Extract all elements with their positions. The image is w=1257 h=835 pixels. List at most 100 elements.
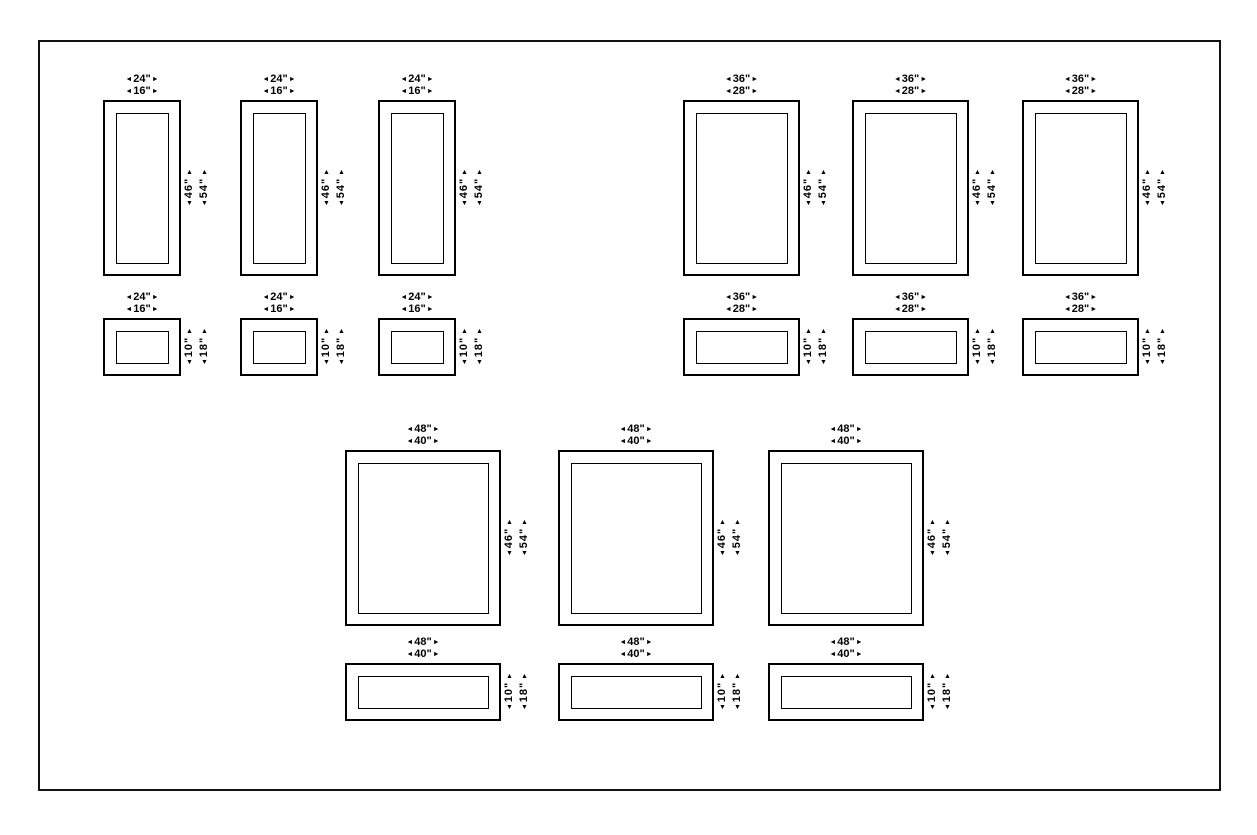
outer-height-dimension: ▲ 18" ▼	[1156, 327, 1168, 367]
outer-height-dimension: ▲ 54" ▼	[473, 168, 485, 207]
arrow-right-icon: ►	[920, 87, 928, 95]
frame-inner-rectangle	[252, 112, 306, 264]
arrow-down-icon: ▼	[1159, 359, 1166, 367]
height-dimensions: ▲ 10" ▼ ▲ 18" ▼	[1141, 327, 1168, 367]
frame-inner-rectangle	[115, 330, 169, 364]
arrow-left-icon: ◄	[406, 437, 414, 445]
inner-height-dimension: ▲ 10" ▼	[458, 327, 470, 366]
arrow-right-icon: ►	[426, 87, 434, 95]
width-dimensions: ◄ 36" ► ◄ 28" ►	[894, 73, 927, 97]
inner-width-dimension: ◄ 28" ►	[725, 85, 758, 97]
inner-width-dimension: ◄ 28" ►	[1064, 303, 1097, 315]
outer-width-dimension: ◄ 24" ►	[125, 73, 158, 85]
arrow-up-icon: ▲	[944, 518, 951, 526]
inner-width-dimension: ◄ 40" ►	[406, 435, 439, 447]
arrow-right-icon: ►	[751, 75, 759, 83]
outer-height-dimension: ▲ 18" ▼	[473, 328, 485, 366]
inner-width-dimension: ◄ 16" ►	[400, 85, 433, 97]
arrow-right-icon: ►	[288, 75, 296, 83]
inner-height-label: 46"	[1141, 177, 1153, 199]
arrow-left-icon: ◄	[893, 75, 901, 83]
outer-height-label: 54"	[731, 527, 743, 549]
outer-width-label: 36"	[1071, 73, 1090, 85]
arrow-right-icon: ►	[426, 293, 434, 301]
width-dimensions: ◄ 48" ► ◄ 40" ►	[829, 423, 862, 447]
outer-height-dimension: ▲ 18" ▼	[335, 328, 347, 366]
height-dimensions: ▲ 46" ▼ ▲ 54" ▼	[1141, 169, 1168, 208]
arrow-right-icon: ►	[645, 437, 653, 445]
outer-height-dimension: ▲ 18" ▼	[518, 673, 530, 711]
arrow-left-icon: ◄	[619, 437, 627, 445]
inner-width-dimension: ◄ 40" ►	[619, 435, 652, 447]
width-dimensions: ◄ 24" ► ◄ 16" ►	[400, 73, 433, 97]
outer-height-label: 18"	[473, 336, 485, 358]
arrow-right-icon: ►	[432, 638, 440, 646]
arrow-down-icon: ▼	[805, 359, 812, 367]
frame-outer-rectangle	[852, 318, 969, 376]
arrow-up-icon: ▲	[476, 168, 483, 176]
outer-height-label: 18"	[731, 681, 743, 703]
arrow-down-icon: ▼	[1159, 200, 1166, 208]
inner-height-dimension: ▲ 10" ▼	[320, 327, 332, 366]
outer-height-label: 18"	[335, 336, 347, 358]
arrow-left-icon: ◄	[262, 293, 270, 301]
frame-inner-rectangle	[357, 462, 489, 614]
arrow-left-icon: ◄	[724, 305, 732, 313]
outer-height-label: 54"	[473, 177, 485, 199]
arrow-up-icon: ▲	[734, 518, 741, 526]
outer-height-dimension: ▲ 18" ▼	[986, 328, 998, 366]
height-dimensions: ▲ 46" ▼ ▲ 54" ▼	[503, 519, 530, 558]
frame-inner-rectangle	[390, 112, 444, 264]
arrow-up-icon: ▲	[323, 327, 330, 335]
arrow-up-icon: ▲	[929, 518, 936, 526]
inner-height-label: 46"	[183, 177, 195, 199]
arrow-left-icon: ◄	[125, 293, 133, 301]
arrow-down-icon: ▼	[944, 704, 951, 712]
arrow-up-icon: ▲	[929, 672, 936, 680]
width-dimensions: ◄ 48" ► ◄ 40" ►	[619, 636, 652, 660]
frame-inner-rectangle	[252, 330, 306, 364]
arrow-left-icon: ◄	[1063, 87, 1071, 95]
outer-width-dimension: ◄ 36" ►	[894, 73, 927, 85]
outer-height-label: 54"	[941, 527, 953, 549]
arrow-left-icon: ◄	[829, 425, 837, 433]
arrow-up-icon: ▲	[461, 327, 468, 335]
outer-height-label: 18"	[518, 681, 530, 703]
arrow-down-icon: ▼	[974, 359, 981, 367]
arrow-left-icon: ◄	[406, 650, 414, 658]
width-dimensions: ◄ 24" ► ◄ 16" ►	[125, 291, 158, 315]
arrow-left-icon: ◄	[125, 305, 133, 313]
arrow-right-icon: ►	[426, 75, 434, 83]
arrow-down-icon: ▼	[201, 359, 208, 367]
arrow-right-icon: ►	[645, 425, 653, 433]
inner-height-dimension: ▲ 10" ▼	[926, 672, 938, 711]
inner-width-dimension: ◄ 40" ►	[619, 648, 652, 660]
outer-width-label: 48"	[837, 423, 855, 435]
outer-width-label: 24"	[408, 73, 426, 85]
outer-width-dimension: ◄ 24" ►	[400, 291, 433, 303]
inner-height-label: 46"	[716, 527, 728, 549]
outer-width-label: 24"	[133, 73, 151, 85]
height-dimensions: ▲ 10" ▼ ▲ 18" ▼	[802, 328, 829, 367]
inner-height-dimension: ▲ 46" ▼	[802, 169, 814, 207]
outer-width-dimension: ◄ 36" ►	[725, 291, 758, 303]
outer-width-dimension: ◄ 24" ►	[262, 73, 295, 85]
arrow-right-icon: ►	[1090, 305, 1098, 313]
arrow-up-icon: ▲	[201, 327, 208, 335]
arrow-down-icon: ▼	[506, 550, 513, 558]
width-dimensions: ◄ 36" ► ◄ 28" ►	[725, 291, 758, 315]
frame-diagram: ◄ 48" ► ◄ 40" ► ▲ 10" ▼ ▲ 18" ▼	[345, 636, 530, 721]
arrow-up-icon: ▲	[944, 672, 951, 680]
arrow-down-icon: ▼	[719, 704, 726, 712]
outer-height-dimension: ▲ 54" ▼	[986, 169, 998, 207]
frame-diagram: ◄ 36" ► ◄ 28" ► ▲ 10" ▼ ▲ 18" ▼	[1022, 291, 1168, 376]
outer-height-dimension: ▲ 54" ▼	[817, 169, 829, 208]
arrow-right-icon: ►	[151, 87, 159, 95]
frame-diagram: ◄ 24" ► ◄ 16" ► ▲ 10" ▼ ▲ 18" ▼	[378, 291, 485, 376]
outer-height-dimension: ▲ 54" ▼	[1156, 169, 1168, 208]
arrow-down-icon: ▼	[734, 550, 741, 558]
outer-width-label: 48"	[414, 423, 432, 435]
arrow-down-icon: ▼	[820, 200, 827, 208]
inner-width-dimension: ◄ 16" ►	[125, 303, 158, 315]
arrow-up-icon: ▲	[1159, 327, 1166, 335]
